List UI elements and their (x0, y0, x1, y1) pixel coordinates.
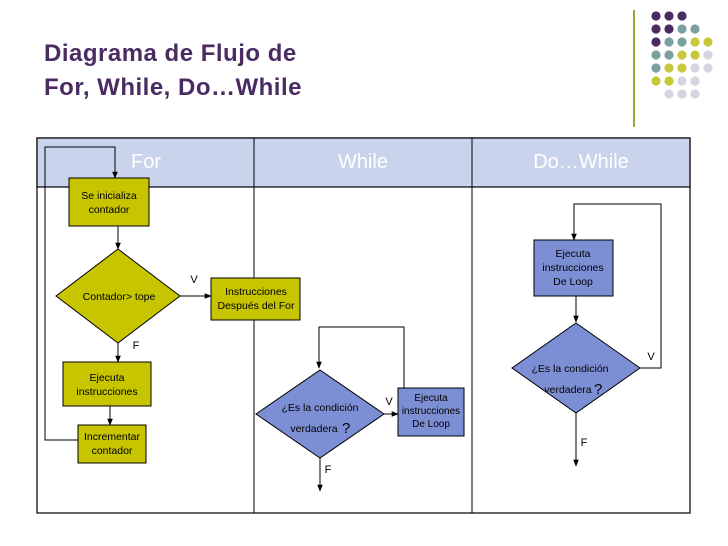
dot (677, 24, 687, 34)
for-condition-label: Contador> tope (83, 291, 156, 303)
for-increment-label-1: Incrementar (84, 431, 141, 443)
dot (664, 24, 674, 34)
dot (664, 63, 674, 73)
while-execute-label-2: instrucciones (402, 406, 460, 417)
for-init-label-1: Se inicializa (81, 190, 137, 202)
dot (703, 63, 713, 73)
dot (677, 37, 687, 47)
dot (651, 76, 661, 86)
dot (677, 63, 687, 73)
while-label-true: V (385, 396, 393, 408)
dot (664, 11, 674, 21)
dot (690, 76, 700, 86)
dot (677, 11, 687, 21)
dowhile-label-false: F (581, 437, 588, 449)
dot (690, 63, 700, 73)
dot (703, 50, 713, 60)
for-label-false: F (133, 340, 140, 352)
for-increment-box (77, 424, 147, 464)
for-execute-box (62, 361, 152, 407)
dowhile-condition-label-1: ¿Es la condición (531, 363, 608, 375)
dot (651, 37, 661, 47)
dowhile-condition-qmark: ? (594, 381, 602, 398)
column-header-while: While (338, 151, 388, 173)
dowhile-execute-label-1: Ejecuta (555, 248, 590, 260)
title-line-1: Diagrama de Flujo de (44, 40, 297, 67)
dowhile-label-true: V (647, 351, 655, 363)
dot (677, 89, 687, 99)
for-init-box (68, 177, 150, 227)
dot (690, 50, 700, 60)
for-execute-label-2: instrucciones (76, 386, 137, 398)
for-flow: Se inicializa contador Contador> tope V … (44, 146, 301, 464)
dowhile-condition-label-2: verdadera (544, 384, 591, 396)
dot (651, 24, 661, 34)
for-label-true: V (190, 274, 198, 286)
dot (690, 24, 700, 34)
for-increment-label-2: contador (92, 445, 133, 457)
slide-title: Diagrama de Flujo de For, While, Do…Whil… (44, 37, 302, 105)
dowhile-execute-label-3: De Loop (553, 276, 593, 288)
dot (664, 50, 674, 60)
dot (690, 89, 700, 99)
while-condition-qmark: ? (342, 420, 350, 437)
for-after-box (210, 277, 301, 321)
while-label-false: F (325, 464, 332, 476)
while-flow: ¿Es la condición verdadera ? V Ejecuta i… (255, 326, 465, 492)
for-loop-back-line (44, 146, 118, 441)
while-execute-label-1: Ejecuta (414, 393, 448, 404)
dowhile-flow: Ejecuta instrucciones De Loop ¿Es la con… (511, 203, 662, 467)
dot (664, 89, 674, 99)
dot (664, 37, 674, 47)
while-condition-label-2: verdadera (290, 423, 337, 435)
dowhile-loop-back-line (571, 203, 662, 369)
dot (651, 63, 661, 73)
decorative-dot-grid (651, 11, 713, 99)
dot (651, 11, 661, 21)
column-header-dowhile: Do…While (533, 151, 629, 173)
dot (651, 50, 661, 60)
while-condition-label-1: ¿Es la condición (281, 402, 358, 414)
for-execute-label-1: Ejecuta (89, 372, 124, 384)
dowhile-execute-label-2: instrucciones (542, 262, 603, 274)
dowhile-execute-box (533, 239, 614, 297)
for-after-label-2: Después del For (217, 300, 295, 312)
for-after-label-1: Instrucciones (225, 286, 287, 298)
while-execute-label-3: De Loop (412, 419, 450, 430)
dot (664, 76, 674, 86)
column-header-for: For (131, 151, 161, 173)
dot (703, 37, 713, 47)
title-line-2: For, While, Do…While (44, 74, 302, 101)
while-execute-box (397, 387, 465, 437)
for-init-label-2: contador (89, 204, 130, 216)
accent-vertical-line (633, 10, 635, 127)
dot (690, 37, 700, 47)
dot (677, 76, 687, 86)
dot (677, 50, 687, 60)
while-loop-back-line (316, 326, 405, 388)
